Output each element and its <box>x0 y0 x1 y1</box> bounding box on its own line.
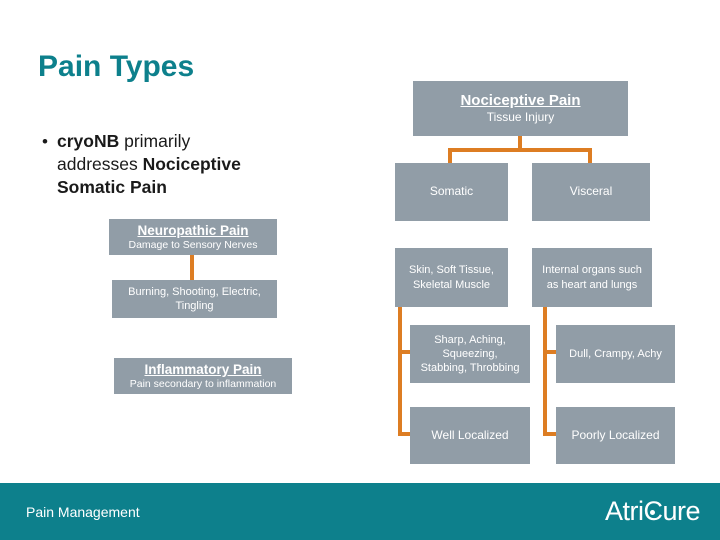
box-sharp-line-3: Stabbing, Throbbing <box>420 362 520 375</box>
box-inflammatory-title: Inflammatory Pain <box>144 361 262 377</box>
box-burning-line-2: Tingling <box>175 300 214 312</box>
box-skin-line-1: Skin, Soft Tissue, <box>409 264 494 277</box>
logo-text-post: ure <box>662 496 700 526</box>
box-skin-lines: Skin, Soft Tissue, Skeletal Muscle <box>409 263 494 292</box>
box-skin-line-2: Skeletal Muscle <box>412 278 491 291</box>
bullet-bold-nociceptive: Nociceptive <box>142 154 241 174</box>
box-dull-label: Dull, Crampy, Achy <box>569 347 662 360</box>
box-burning-shooting: Burning, Shooting, Electric, Tingling <box>112 280 277 318</box>
box-neuropathic-subtitle: Damage to Sensory Nerves <box>128 239 258 252</box>
footer-bar: Pain Management AtriCure <box>0 483 720 540</box>
box-skin-soft-tissue: Skin, Soft Tissue, Skeletal Muscle <box>395 248 508 307</box>
box-sharp-aching: Sharp, Aching, Squeezing, Stabbing, Thro… <box>410 325 530 383</box>
bullet-bold-cryonb: cryoNB <box>57 131 120 151</box>
box-inflammatory-pain: Inflammatory Pain Pain secondary to infl… <box>114 358 292 394</box>
connector-nociceptive-branch <box>448 148 592 152</box>
bullet-bold-somatic-pain: Somatic Pain <box>57 177 167 197</box>
connector-somatic-drop <box>448 148 452 163</box>
page-title: Pain Types <box>38 50 195 83</box>
connector-well-elbow <box>398 432 410 436</box>
box-poorly-localized: Poorly Localized <box>556 407 675 464</box>
bullet-item: • cryoNB primarily addresses Nociceptive… <box>42 130 241 199</box>
box-inflammatory-subtitle: Pain secondary to inflammation <box>129 378 277 391</box>
connector-dull-elbow <box>543 350 556 354</box>
box-neuropathic-title: Neuropathic Pain <box>137 222 249 238</box>
box-somatic-label: Somatic <box>429 184 474 199</box>
box-sharp-line-1: Sharp, Aching, <box>434 333 506 346</box>
box-internal-line-1: Internal organs such <box>542 264 642 277</box>
box-internal-lines: Internal organs such as heart and lungs <box>542 263 642 292</box>
bullet-marker: • <box>42 132 48 151</box>
box-sharp-line-2: Squeezing, <box>442 347 498 360</box>
box-burning-line-1: Burning, Shooting, Electric, <box>128 285 261 298</box>
connector-visceral-chain-vertical <box>543 307 547 436</box>
atricure-logo: AtriCure <box>604 496 701 527</box>
bullet-line-1: cryoNB primarily <box>57 130 241 153</box>
connector-visceral-drop <box>588 148 592 163</box>
box-sharp-lines: Sharp, Aching, Squeezing, Stabbing, Thro… <box>421 333 520 376</box>
box-nociceptive-title: Nociceptive Pain <box>460 91 581 109</box>
box-well-localized: Well Localized <box>410 407 530 464</box>
box-visceral-label: Visceral <box>569 184 613 199</box>
connector-poorly-elbow <box>543 432 556 436</box>
box-burning-lines: Burning, Shooting, Electric, Tingling <box>128 285 261 314</box>
box-visceral: Visceral <box>532 163 650 221</box>
box-nociceptive-pain: Nociceptive Pain Tissue Injury <box>413 81 628 136</box>
logo-text-pre: Atri <box>604 496 644 526</box>
connector-nociceptive-stem <box>518 136 522 150</box>
box-internal-organs: Internal organs such as heart and lungs <box>532 248 652 307</box>
box-internal-line-2: as heart and lungs <box>546 278 638 291</box>
connector-somatic-chain-vertical <box>398 307 402 436</box>
connector-sharp-elbow <box>398 350 410 354</box>
bullet-line-2: addresses Nociceptive <box>57 153 241 176</box>
footer-label: Pain Management <box>26 503 140 520</box>
bullet-regular-2: addresses <box>57 154 143 174</box>
box-poorly-label: Poorly Localized <box>571 427 660 442</box>
bullet-text: cryoNB primarily addresses Nociceptive S… <box>57 130 241 199</box>
box-neuropathic-pain: Neuropathic Pain Damage to Sensory Nerve… <box>109 219 277 255</box>
box-dull-crampy: Dull, Crampy, Achy <box>556 325 675 383</box>
connector-neuropathic-stem <box>190 255 194 280</box>
box-well-label: Well Localized <box>431 427 509 442</box>
logo-c-dot-icon: C <box>643 496 663 526</box>
bullet-line-3: Somatic Pain <box>57 176 241 199</box>
bullet-regular-1: primarily <box>119 131 191 151</box>
box-nociceptive-subtitle: Tissue Injury <box>486 110 555 125</box>
box-somatic: Somatic <box>395 163 508 221</box>
